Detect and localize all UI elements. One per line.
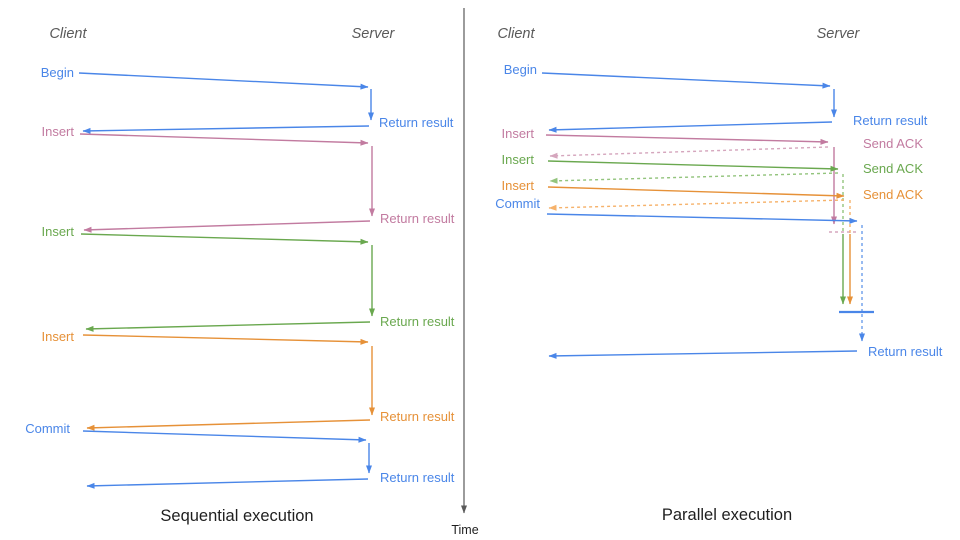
seq-insert3-return-arrow (86, 419, 371, 431)
seq-commit-label: Commit (25, 421, 70, 436)
seq-insert2-request-arrow (80, 233, 369, 245)
seq-server-header: Server (352, 26, 396, 42)
seq-commit-return-label: Return result (380, 470, 455, 485)
seq-insert1-label: Insert (41, 124, 74, 139)
parallel-caption: Parallel execution (662, 506, 792, 524)
par-commit-return-label: Return result (868, 344, 943, 359)
seq-insert1-request-arrow (79, 133, 369, 146)
sequential-panel: Client Server Begin Return result Insert… (25, 26, 455, 525)
seq-client-header: Client (49, 26, 87, 42)
par-insert3-label: Insert (501, 178, 534, 193)
seq-insert3-return-label: Return result (380, 409, 455, 424)
seq-begin-return-arrow (82, 125, 370, 134)
seq-insert2-return-label: Return result (380, 314, 455, 329)
par-insert2-label: Insert (501, 152, 534, 167)
par-insert1-label: Insert (501, 126, 534, 141)
par-insert3-ack-arrow (548, 199, 845, 211)
seq-insert3-request-arrow (82, 334, 369, 345)
par-insert2-ack-arrow (549, 172, 839, 184)
seq-begin-request-arrow (78, 72, 369, 90)
par-begin-return-arrow (548, 121, 833, 133)
par-client-header: Client (497, 26, 535, 42)
par-server-header: Server (817, 26, 861, 42)
time-axis-label: Time (451, 523, 478, 537)
seq-insert2-return-arrow (85, 321, 371, 332)
seq-insert2-label: Insert (41, 224, 74, 239)
seq-insert3-label: Insert (41, 329, 74, 344)
par-insert1-ack-label: Send ACK (863, 136, 923, 151)
seq-begin-return-label: Return result (379, 115, 454, 130)
sequential-caption: Sequential execution (160, 507, 313, 525)
seq-commit-request-arrow (82, 430, 367, 443)
seq-insert1-return-arrow (83, 220, 371, 233)
parallel-panel: Client Server Begin Return result Insert… (495, 26, 943, 524)
par-commit-return-arrow (548, 350, 858, 359)
par-insert1-ack-arrow (549, 146, 829, 159)
seq-insert1-return-label: Return result (380, 211, 455, 226)
par-insert3-ack-label: Send ACK (863, 187, 923, 202)
par-commit-request-arrow (546, 213, 858, 224)
time-axis: Time (451, 8, 479, 537)
par-commit-label: Commit (495, 196, 540, 211)
par-insert2-ack-label: Send ACK (863, 161, 923, 176)
par-begin-label: Begin (504, 62, 537, 77)
par-begin-return-label: Return result (853, 113, 928, 128)
par-insert3-request-arrow (547, 186, 845, 199)
seq-commit-return-arrow (86, 478, 369, 489)
seq-begin-label: Begin (41, 65, 74, 80)
par-insert1-request-arrow (545, 134, 829, 145)
par-begin-request-arrow (541, 72, 831, 89)
par-insert2-request-arrow (547, 160, 839, 172)
